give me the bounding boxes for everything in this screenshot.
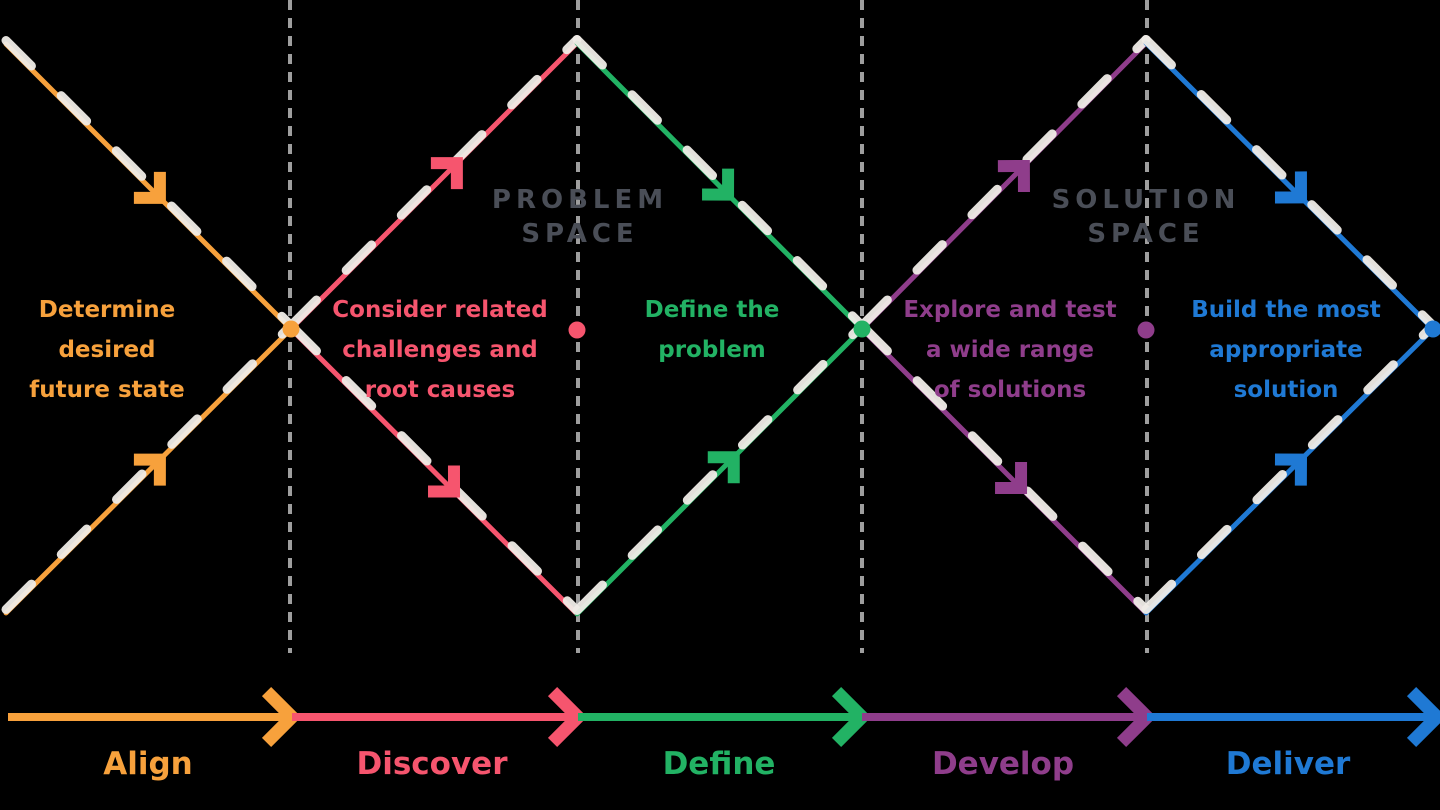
discover-phase-label: Discover	[356, 746, 508, 782]
define-description: Define the problem	[644, 297, 780, 363]
define-arrow-bottom	[707, 451, 740, 484]
define-phase-label: Define	[662, 746, 776, 782]
discover-arrow-top	[430, 157, 463, 190]
deliver-arrow-top	[1274, 171, 1307, 204]
align-dash-overlay-top	[1, 36, 296, 330]
align-dash-overlay-bottom	[1, 321, 296, 614]
deliver-node-dot	[1424, 320, 1440, 338]
develop-dash-overlay-top	[857, 35, 1151, 330]
define-node-dot	[853, 320, 871, 338]
align-description: Determine desired future state	[29, 297, 185, 403]
deliver-description: Build the most appropriate solution	[1191, 297, 1381, 403]
timeline-arrow-deliver	[1406, 686, 1440, 748]
discover-node-dot	[568, 321, 586, 339]
define-arrow-top	[702, 168, 735, 201]
solution-space-label: SOLUTION SPACE	[1051, 185, 1241, 249]
discover-dash-overlay-bottom	[286, 321, 582, 615]
develop-dash-overlay-bottom	[857, 321, 1151, 614]
discover-dash-overlay-top	[286, 35, 582, 330]
develop-description: Explore and test a wide range of solutio…	[903, 297, 1117, 403]
develop-phase-label: Develop	[931, 746, 1075, 782]
align-phase-label: Align	[103, 746, 193, 782]
problem-space-label: PROBLEM SPACE	[491, 185, 669, 249]
deliver-dash-overlay-top	[1141, 35, 1438, 330]
align-arrow-top	[133, 171, 166, 204]
align-arrow-bottom	[133, 453, 166, 486]
develop-arrow-bottom	[995, 462, 1028, 495]
define-dash-overlay-top	[572, 35, 867, 330]
deliver-phase-label: Deliver	[1225, 746, 1351, 782]
discover-description: Consider related challenges and root cau…	[332, 297, 548, 403]
discover-arrow-bottom	[428, 465, 461, 498]
develop-arrow-top	[997, 159, 1030, 193]
deliver-arrow-bottom	[1274, 453, 1308, 486]
define-dash-overlay-bottom	[572, 321, 867, 615]
develop-node-dot	[1137, 321, 1155, 339]
align-node-dot	[282, 320, 300, 338]
deliver-dash-overlay-bottom	[1141, 321, 1438, 614]
